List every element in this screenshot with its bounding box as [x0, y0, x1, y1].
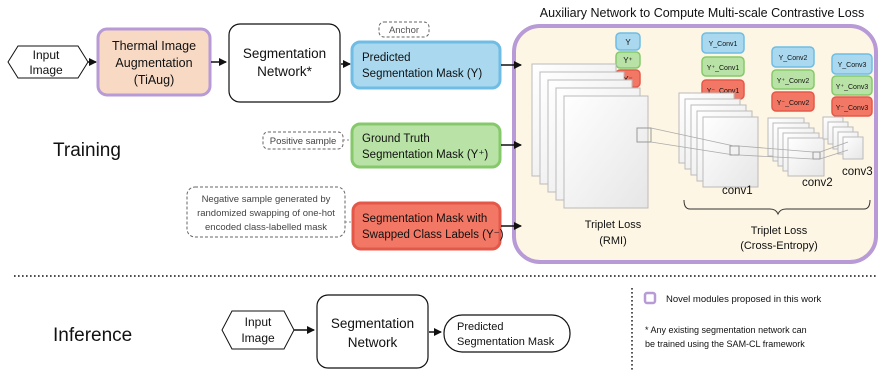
- conv2-ypos-tag: Y⁺_Conv2: [771, 69, 815, 90]
- svg-text:randomized swapping of one-hot: randomized swapping of one-hot: [197, 208, 335, 219]
- training-segnet-box: Segmentation Network*: [228, 23, 341, 103]
- svg-text:Anchor: Anchor: [389, 25, 419, 36]
- inference-segnet-box: Segmentation Network: [316, 294, 429, 369]
- conv3-feature-stack: [822, 116, 864, 160]
- conv2-yneg-tag: Y⁻_Conv2: [771, 91, 815, 112]
- svg-text:Network*: Network*: [257, 64, 313, 79]
- predicted-mask-box: Predicted Segmentation Mask (Y): [350, 40, 502, 90]
- anchor-note: Anchor: [378, 21, 430, 38]
- svg-text:Y⁺_Conv1: Y⁺_Conv1: [707, 65, 740, 72]
- svg-text:Segmentation Mask (Y⁺): Segmentation Mask (Y⁺): [362, 149, 488, 161]
- svg-text:Positive sample: Positive sample: [270, 136, 337, 147]
- triplet-loss-ce: Triplet Loss (Cross-Entropy): [740, 225, 818, 252]
- svg-text:Network: Network: [348, 335, 398, 350]
- conv2-label: conv2: [802, 177, 833, 189]
- svg-text:Swapped Class Labels (Y⁻): Swapped Class Labels (Y⁻): [362, 229, 504, 241]
- conv1-ypos-tag: Y⁺_Conv1: [701, 56, 745, 77]
- svg-text:Input: Input: [33, 48, 60, 62]
- svg-text:(TiAug): (TiAug): [134, 73, 175, 87]
- stack-y-tag: Y: [615, 32, 641, 51]
- svg-text:Negative sample generated by: Negative sample generated by: [202, 194, 331, 205]
- svg-text:Novel modules proposed in this: Novel modules proposed in this work: [666, 294, 821, 305]
- svg-text:Y⁻_Conv3: Y⁻_Conv3: [836, 105, 869, 112]
- negative-sample-note: Negative sample generated by randomized …: [186, 186, 346, 238]
- svg-text:Y_Conv1: Y_Conv1: [709, 41, 738, 48]
- tiaug-box: Thermal Image Augmentation (TiAug): [96, 27, 212, 97]
- svg-text:Triplet Loss: Triplet Loss: [585, 219, 642, 231]
- projection-lines-conv1-conv2: [738, 145, 814, 160]
- training-input-image: Input Image: [7, 45, 89, 79]
- svg-text:(RMI): (RMI): [599, 235, 627, 247]
- svg-text:* Any existing segmentation ne: * Any existing segmentation network can: [645, 325, 807, 335]
- svg-text:Segmentation: Segmentation: [331, 316, 414, 331]
- conv2-y-tag: Y_Conv2: [771, 46, 815, 68]
- aux-network-title: Auxiliary Network to Compute Multi-scale…: [540, 6, 864, 20]
- svg-text:Y⁺_Conv3: Y⁺_Conv3: [836, 84, 869, 91]
- svg-text:Y⁻_Conv2: Y⁻_Conv2: [777, 100, 810, 107]
- inference-input-image: Input Image: [221, 310, 295, 350]
- svg-text:Segmentation Mask with: Segmentation Mask with: [362, 213, 487, 225]
- conv1-feature-stack: [678, 92, 759, 188]
- svg-text:(Cross-Entropy): (Cross-Entropy): [740, 240, 818, 252]
- svg-text:encoded class-labelled mask: encoded class-labelled mask: [205, 222, 327, 233]
- svg-text:Image: Image: [241, 331, 275, 345]
- svg-text:Predicted: Predicted: [362, 52, 411, 64]
- svg-text:Y⁻_Conv1: Y⁻_Conv1: [707, 88, 740, 95]
- conv3-y-tag: Y_Conv3: [831, 53, 873, 75]
- projection-lines-input-conv1: [650, 127, 735, 156]
- stack-ypos-tag: Y⁺: [615, 51, 641, 69]
- conv3-label: conv3: [842, 166, 873, 178]
- projection-lines-conv2-conv3: [819, 141, 849, 160]
- conv2-feature-stack: [767, 117, 825, 177]
- legend-novel-modules: Novel modules proposed in this work: [643, 291, 821, 305]
- conv3-yneg-tag: Y⁻_Conv3: [831, 96, 873, 117]
- svg-text:Segmentation Mask (Y): Segmentation Mask (Y): [362, 68, 482, 80]
- svg-text:Input: Input: [245, 315, 272, 329]
- conv1-label: conv1: [722, 185, 753, 197]
- input-feature-stack: [531, 63, 652, 209]
- svg-text:Segmentation: Segmentation: [243, 46, 326, 61]
- legend-footnote: * Any existing segmentation network can …: [645, 325, 807, 349]
- triplet-loss-rmi: Triplet Loss (RMI): [585, 219, 642, 247]
- training-label: Training: [53, 140, 121, 161]
- svg-text:Segmentation Mask: Segmentation Mask: [457, 336, 555, 348]
- conv1-y-tag: Y_Conv1: [701, 32, 745, 54]
- inference-label: Inference: [53, 325, 132, 346]
- swapped-mask-box: Segmentation Mask with Swapped Class Lab…: [351, 201, 504, 251]
- conv-brace: [683, 199, 871, 216]
- conv3-ypos-tag: Y⁺_Conv3: [831, 75, 873, 96]
- svg-text:be trained using the SAM-CL fr: be trained using the SAM-CL framework: [645, 339, 805, 349]
- svg-text:Predicted: Predicted: [457, 321, 503, 333]
- ground-truth-box: Ground Truth Segmentation Mask (Y⁺): [350, 122, 502, 169]
- svg-text:Image: Image: [29, 63, 63, 77]
- svg-text:Augmentation: Augmentation: [115, 56, 192, 70]
- svg-text:Y_Conv2: Y_Conv2: [779, 55, 808, 62]
- svg-text:Y⁺: Y⁺: [623, 56, 633, 65]
- inference-predicted-mask: Predicted Segmentation Mask: [443, 314, 571, 353]
- svg-text:Y: Y: [625, 38, 631, 47]
- svg-text:Y_Conv3: Y_Conv3: [838, 62, 867, 69]
- svg-text:Ground Truth: Ground Truth: [362, 133, 430, 145]
- positive-sample-note: Positive sample: [262, 131, 344, 150]
- svg-text:Y⁺_Conv2: Y⁺_Conv2: [777, 78, 810, 85]
- svg-text:Triplet Loss: Triplet Loss: [751, 225, 808, 237]
- svg-text:Thermal Image: Thermal Image: [112, 39, 196, 53]
